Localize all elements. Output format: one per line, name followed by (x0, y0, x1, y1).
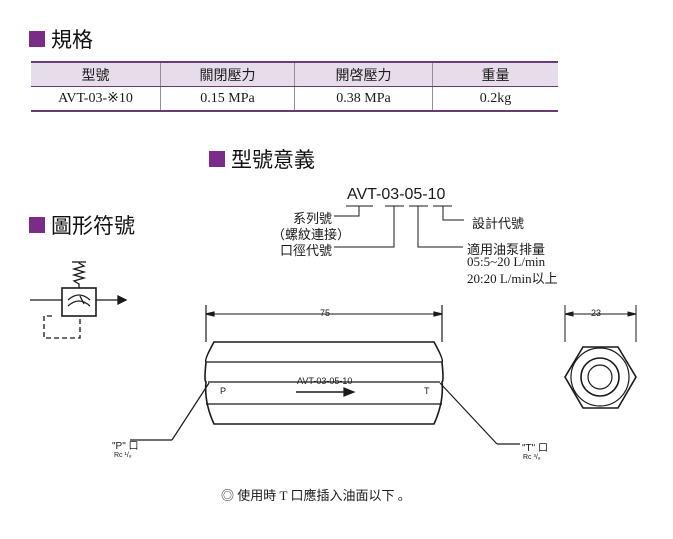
label-design: 設計代號 (472, 216, 525, 231)
model-heading: 型號意義 (209, 144, 315, 174)
purple-square-icon (29, 31, 45, 47)
cell-model: AVT-03-※10 (31, 86, 161, 112)
cell-weight: 0.2kg (432, 86, 558, 112)
length-dimension: 75 (320, 308, 331, 318)
port-t-label: "T" 口 (522, 443, 548, 454)
port-t-thread: Rc ³/₈ (523, 454, 541, 461)
valve-side-view (130, 305, 520, 445)
symbol-heading: 圖形符號 (29, 210, 135, 240)
model-title: 型號意義 (231, 148, 315, 172)
port-p-inner: P (220, 386, 227, 396)
body-model-label: AVT-03-05-10 (297, 376, 353, 386)
symbol-title: 圖形符號 (51, 214, 135, 238)
header-opening-pressure: 開啓壓力 (294, 61, 433, 87)
label-flow-2: 20:20 L/min以上 (467, 271, 558, 286)
header-weight: 重量 (432, 61, 558, 87)
port-p-label: "P" 口 (112, 441, 139, 452)
header-model: 型號 (31, 61, 161, 87)
model-code: AVT-03-05-10 (347, 186, 446, 203)
hex-dimension: 23 (591, 308, 602, 318)
cell-closing-pressure: 0.15 MPa (160, 86, 295, 112)
port-p-thread: Rc ¹/₈ (114, 452, 132, 459)
header-closing-pressure: 關閉壓力 (160, 61, 295, 87)
cell-opening-pressure: 0.38 MPa (294, 86, 433, 112)
spec-header-row: 型號 關閉壓力 開啓壓力 重量 (31, 61, 558, 87)
label-bore: 口徑代號 (280, 243, 333, 258)
purple-square-icon (209, 151, 225, 167)
spec-table: 型號 關閉壓力 開啓壓力 重量 AVT-03-※10 0.15 MPa 0.38… (31, 61, 558, 112)
check-valve-symbol (30, 261, 128, 339)
label-series: 系列號 (293, 211, 333, 226)
port-t-inner: T (424, 386, 430, 396)
label-flow-title: 適用油泵排量 (467, 242, 546, 257)
spec-heading: 規格 (29, 24, 93, 54)
footnote: ◎ 使用時 T 口應插入油面以下 。 (221, 488, 411, 503)
valve-end-view (564, 305, 637, 409)
designation-leaders (334, 205, 464, 248)
purple-square-icon (29, 217, 45, 233)
spec-title: 規格 (51, 28, 93, 52)
label-flow-1: 05:5~20 L/min (467, 254, 546, 269)
spec-row: AVT-03-※10 0.15 MPa 0.38 MPa 0.2kg (31, 86, 558, 112)
label-series-note: （螺紋連接） (272, 227, 351, 242)
